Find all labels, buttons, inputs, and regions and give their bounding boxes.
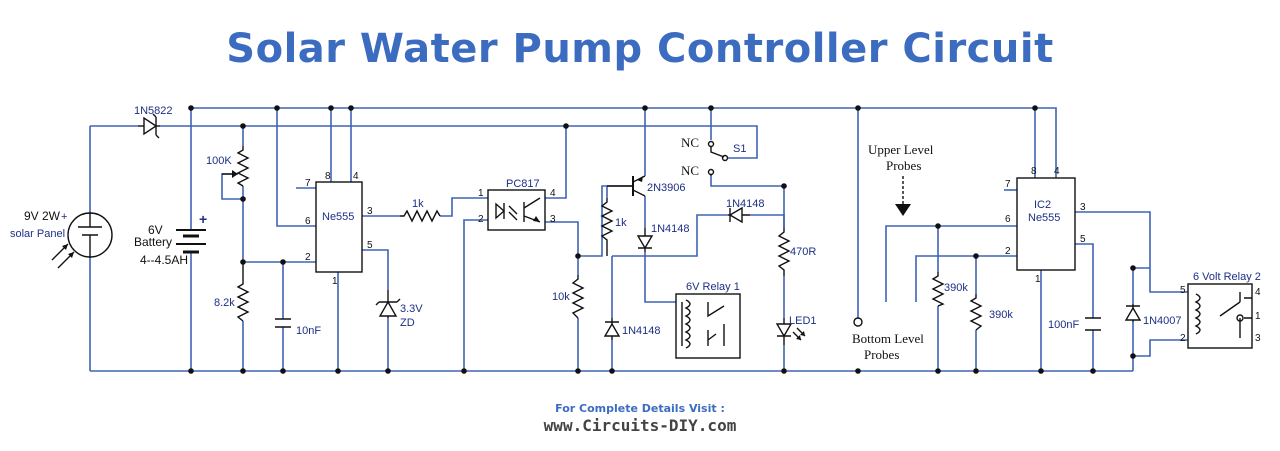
potentiometer-100k (222, 146, 250, 187)
led-1 (775, 318, 806, 345)
relay2-pin-2: 2 (1180, 333, 1186, 344)
diode-1n4148-c (728, 206, 750, 224)
label-1n4148-b: 1N4148 (622, 325, 661, 337)
label-led1: LED1 (789, 315, 817, 327)
footer-url[interactable]: www.Circuits-DIY.com (543, 416, 737, 435)
page-title: Solar Water Pump Controller Circuit (226, 26, 1054, 72)
label-1n4148-a: 1N4148 (651, 223, 690, 235)
relay2-pin-5: 5 (1180, 285, 1186, 296)
relay-1 (675, 293, 741, 359)
label-390k-a: 390k (944, 282, 968, 294)
ic1-ne555 (315, 181, 363, 273)
ic2-pin-6: 6 (1005, 214, 1011, 225)
label-10k: 10k (552, 291, 570, 303)
label-s1: S1 (733, 143, 746, 155)
solar-panel-symbol (51, 212, 113, 269)
resistor-390k-b (969, 294, 983, 331)
label-zener-name: ZD (400, 317, 415, 329)
ic1-pin-2: 2 (305, 252, 311, 263)
relay2-pin-3: 3 (1255, 333, 1261, 344)
transistor-2n3906 (607, 175, 646, 197)
junction-dots (188, 105, 1136, 374)
label-solar-rating: 9V 2W (24, 209, 61, 223)
label-bottom-probes-1: Bottom Level (852, 331, 924, 346)
ic2-label: Ne555 (1028, 212, 1060, 224)
opto-pin-2: 2 (478, 214, 484, 225)
label-battery-name: Battery (134, 235, 172, 249)
ic2-pin-2: 2 (1005, 246, 1011, 257)
opto-pin-4: 4 (550, 188, 556, 199)
ic1-label: Ne555 (322, 211, 354, 223)
capacitor-10nf (275, 318, 291, 328)
diode-1n5822 (138, 113, 160, 139)
ic1-pin-8: 8 (325, 171, 331, 182)
label-upper-probes-1: Upper Level (868, 142, 934, 157)
switch-s1 (707, 140, 729, 176)
wires (89, 107, 1188, 372)
ic2-ref: IC2 (1034, 199, 1051, 211)
ic2-pin-8: 8 (1031, 166, 1037, 177)
ic2-ne555 (1016, 177, 1076, 271)
label-1n5822: 1N5822 (134, 105, 173, 117)
resistor-470r (777, 228, 791, 276)
label-1k-a: 1k (412, 198, 424, 210)
diode-1n4148-a (636, 228, 654, 252)
label-solar-plus: + (61, 211, 67, 223)
label-upper-probes-2: Probes (886, 158, 921, 173)
ic2-pin-4: 4 (1054, 166, 1060, 177)
label-470r: 470R (790, 246, 816, 258)
label-1n4148-c: 1N4148 (726, 198, 765, 210)
resistor-1k-b (600, 198, 614, 256)
label-battery-plus: + (199, 211, 207, 227)
ic2-pin-5: 5 (1080, 234, 1086, 245)
battery-symbol (176, 229, 206, 254)
ic1-pin-4: 4 (353, 171, 359, 182)
ic1-pin-1: 1 (332, 276, 338, 287)
footer-label: For Complete Details Visit : (555, 402, 725, 415)
label-battery-capacity: 4--4.5AH (140, 253, 188, 267)
label-10nf: 10nF (296, 325, 321, 337)
resistor-390k-a (931, 272, 945, 307)
label-relay2: 6 Volt Relay 2 (1193, 271, 1261, 283)
relay-2 (1187, 283, 1253, 349)
diode-1n4007 (1124, 304, 1142, 322)
ic1-pin-7: 7 (305, 178, 311, 189)
label-8k2: 8.2k (214, 297, 235, 309)
label-1n4007: 1N4007 (1143, 315, 1182, 327)
diode-1n4148-b (603, 318, 621, 340)
ic1-pin-6: 6 (305, 216, 311, 227)
optocoupler-pc817 (487, 189, 546, 231)
relay2-pin-4: 4 (1255, 287, 1261, 298)
bottom-probe-terminal (853, 317, 863, 327)
resistor-10k (571, 275, 585, 319)
label-battery-voltage: 6V (148, 223, 163, 237)
ic1-pin-5: 5 (367, 240, 373, 251)
label-nc-bottom: NC (681, 163, 699, 178)
label-pot: 100K (206, 155, 232, 167)
label-390k-b: 390k (989, 309, 1013, 321)
label-pc817: PC817 (506, 178, 540, 190)
relay2-pin-1: 1 (1255, 311, 1261, 322)
label-solar-name: solar Panel (10, 228, 65, 240)
ic2-pin-3: 3 (1080, 202, 1086, 213)
upper-probe-arrow (895, 176, 911, 216)
ic2-pin-7: 7 (1005, 179, 1011, 190)
ic1-pin-3: 3 (367, 206, 373, 217)
label-relay1: 6V Relay 1 (686, 281, 740, 293)
label-zener-value: 3.3V (400, 303, 423, 315)
opto-pin-3: 3 (550, 214, 556, 225)
opto-pin-1: 1 (478, 188, 484, 199)
label-2n3906: 2N3906 (647, 182, 686, 194)
ic2-pin-1: 1 (1035, 274, 1041, 285)
capacitor-100nf (1085, 317, 1101, 331)
label-nc-top: NC (681, 135, 699, 150)
label-1k-b: 1k (615, 217, 627, 229)
label-100nf: 100nF (1048, 319, 1079, 331)
zener-3v3 (375, 290, 401, 318)
resistor-1k-a (400, 209, 441, 223)
resistor-8k2 (236, 262, 250, 322)
label-bottom-probes-2: Probes (864, 347, 899, 362)
